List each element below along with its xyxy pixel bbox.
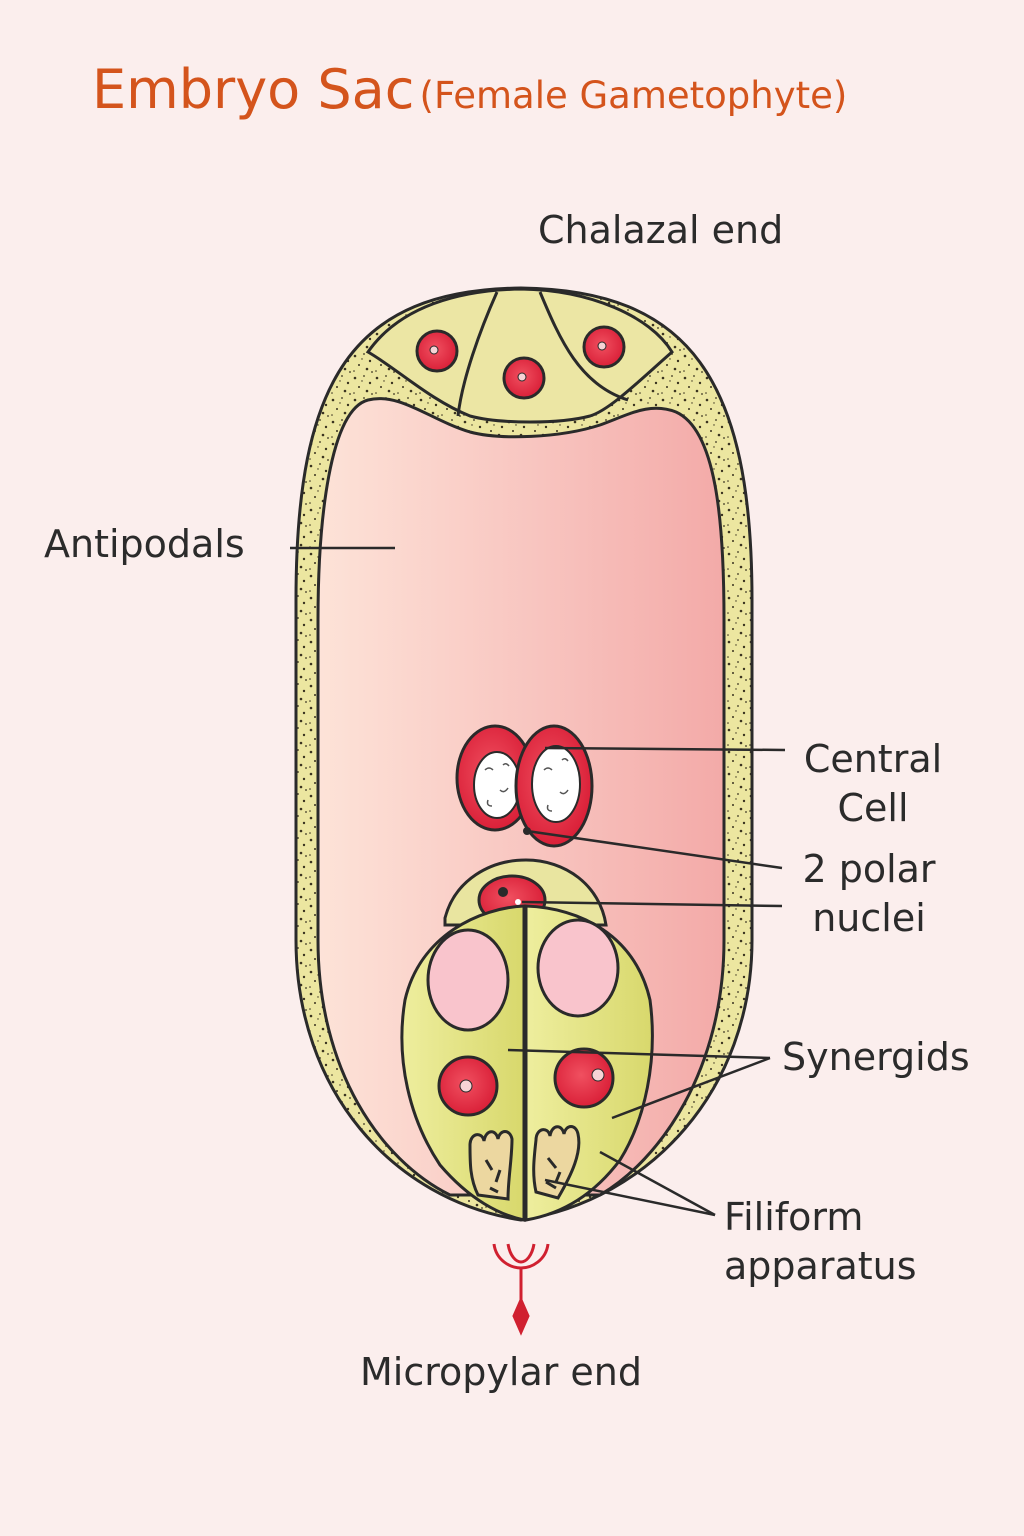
central-cell-label-line2: Cell [837,785,909,830]
synergids-leader-line-2 [611,1056,771,1120]
filiform-apparatus-left [468,1130,514,1201]
antipodal-nucleus [582,325,626,369]
micropylar-end-label: Micropylar end [360,1350,643,1394]
filiform-label-line2: apparatus [724,1243,917,1288]
filiform-apparatus-label: Filiform apparatus [724,1193,917,1290]
title-sub: (Female Gametophyte) [419,74,848,117]
antipodal-divider-right [538,291,629,402]
polar-nucleus-right [514,724,594,848]
micropyle-arrow-icon [492,1243,550,1336]
antipodal-nucleus [415,329,459,373]
diagram-title: Embryo Sac (Female Gametophyte) [92,58,847,121]
antipodals-label: Antipodals [44,522,245,566]
antipodal-nucleus [502,356,546,400]
synergid-nucleus-right [553,1047,615,1109]
chalazal-end-label: Chalazal end [538,208,784,252]
synergid-vacuole-left [426,928,510,1032]
antipodal-cells [365,287,674,424]
synergid-vacuole-right [536,918,620,1018]
polar-nuclei-leader-line-2 [521,900,783,908]
synergid-nucleus-left [437,1055,499,1117]
polar-nuclei-label-line1: 2 polar [802,847,936,891]
synergids-label: Synergids [782,1035,970,1079]
central-cell-leader-line [544,746,786,752]
polar-nuclei-label-line2: nuclei [812,895,926,940]
polar-nuclei-leader-line-1 [526,829,783,870]
polar-nucleus-left [455,724,535,832]
filiform-leader-line-2 [544,1178,716,1217]
title-main: Embryo Sac [92,58,415,121]
central-cell-label-line1: Central [803,737,943,781]
central-cell-label: Central Cell [788,735,958,832]
filiform-label-line1: Filiform [724,1195,864,1239]
polar-nuclei-label: 2 polar nuclei [786,845,952,942]
antipodal-divider-left [456,291,499,417]
filiform-leader-line-1 [599,1150,716,1217]
leader-lines [290,546,786,1217]
synergids-leader-line-1 [507,1048,771,1060]
